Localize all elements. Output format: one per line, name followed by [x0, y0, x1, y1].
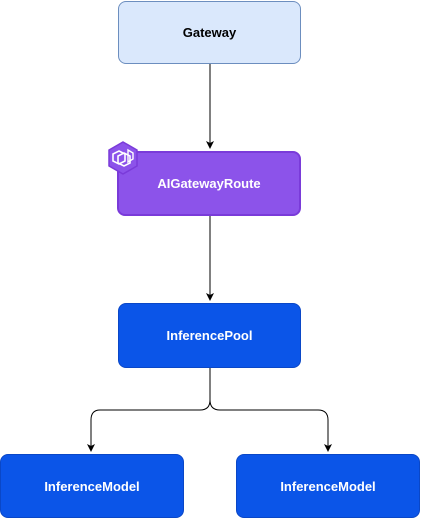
edge-pool-to-model-1 — [87, 368, 211, 452]
gateway-node[interactable]: Gateway — [118, 1, 301, 64]
inference-model-node[interactable]: InferenceModel — [236, 454, 420, 518]
inference-pool-node[interactable]: InferencePool — [118, 303, 301, 368]
inference-model-label: InferenceModel — [44, 478, 140, 494]
envoy-icon — [108, 141, 138, 175]
inference-model-label: InferenceModel — [280, 478, 376, 494]
gateway-label: Gateway — [182, 25, 237, 40]
ai-gateway-route-node[interactable]: AIGatewayRoute — [117, 151, 301, 216]
ai-gateway-route-label: AIGatewayRoute — [157, 176, 261, 191]
inference-pool-label: InferencePool — [166, 328, 253, 343]
inference-model-node[interactable]: InferenceModel — [0, 454, 184, 518]
edge-pool-to-model-2 — [209, 368, 332, 452]
